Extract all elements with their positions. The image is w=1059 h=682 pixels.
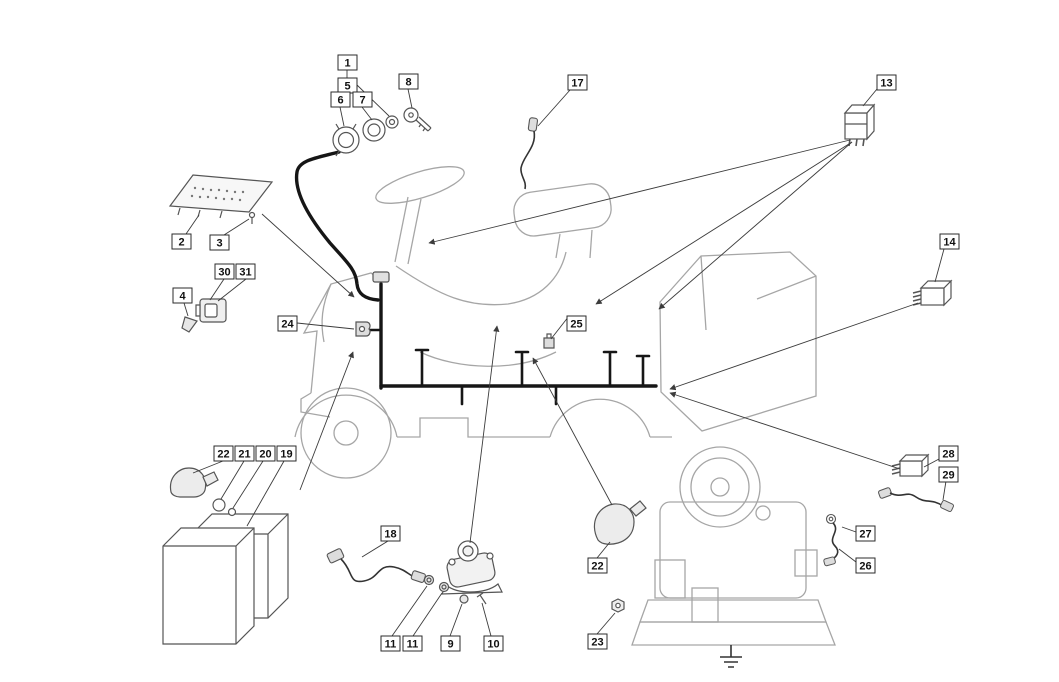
callout-1[interactable]: 1 [337, 54, 358, 71]
callout-23[interactable]: 23 [587, 633, 608, 650]
callout-28[interactable]: 28 [938, 445, 959, 462]
callout-17[interactable]: 17 [567, 74, 588, 91]
starter-solenoid [441, 540, 503, 595]
svg-text:21: 21 [238, 449, 250, 461]
callout-6[interactable]: 6 [330, 91, 351, 108]
svg-text:27: 27 [859, 529, 871, 541]
body-contour [395, 251, 567, 306]
board-screw [248, 211, 256, 224]
callout-5[interactable]: 5 [337, 77, 358, 94]
callout-13[interactable]: 13 [876, 74, 897, 91]
svg-text:19: 19 [280, 449, 292, 461]
steering-column [394, 196, 422, 265]
callout-22-left[interactable]: 22 [213, 445, 234, 462]
callout-22-right[interactable]: 22 [587, 557, 608, 574]
rear-body-panel [659, 251, 817, 432]
callout-31[interactable]: 31 [235, 263, 256, 280]
engine-flywheel [679, 446, 761, 528]
svg-text:11: 11 [385, 639, 397, 651]
callout-19[interactable]: 19 [276, 445, 297, 462]
svg-text:5: 5 [344, 81, 350, 93]
svg-text:24: 24 [281, 319, 294, 331]
terminal-boot-right [593, 500, 647, 545]
svg-text:10: 10 [487, 639, 499, 651]
battery-cable [326, 548, 426, 583]
svg-text:22: 22 [591, 561, 603, 573]
svg-text:6: 6 [337, 95, 343, 107]
battery [162, 513, 289, 645]
svg-text:29: 29 [942, 470, 954, 482]
svg-text:31: 31 [239, 267, 251, 279]
front-wheel [300, 387, 392, 479]
svg-text:1: 1 [344, 58, 350, 70]
svg-text:20: 20 [259, 449, 271, 461]
svg-text:9: 9 [447, 639, 453, 651]
svg-text:7: 7 [359, 95, 365, 107]
callout-7[interactable]: 7 [352, 91, 373, 108]
leader-lines [183, 70, 947, 637]
relay [195, 298, 227, 323]
oil-cap [755, 505, 771, 521]
svg-text:17: 17 [571, 78, 583, 90]
solenoid-nuts [423, 574, 487, 605]
front-wheel-arch [294, 394, 398, 438]
svg-text:25: 25 [570, 319, 582, 331]
callout-30[interactable]: 30 [214, 263, 235, 280]
wiring-harness [294, 150, 658, 406]
svg-text:18: 18 [384, 529, 396, 541]
callout-14[interactable]: 14 [939, 233, 960, 250]
svg-text:26: 26 [859, 561, 871, 573]
svg-text:11: 11 [407, 639, 419, 651]
svg-text:13: 13 [880, 78, 892, 90]
callout-29[interactable]: 29 [938, 466, 959, 483]
battery-terminal [212, 498, 237, 517]
cable-29 [878, 487, 954, 513]
fuse [181, 316, 198, 333]
steering-wheel [375, 166, 465, 204]
svg-text:28: 28 [942, 449, 954, 461]
callout-11-a[interactable]: 11 [380, 635, 401, 652]
svg-text:30: 30 [218, 267, 230, 279]
svg-text:8: 8 [405, 77, 411, 89]
svg-text:23: 23 [591, 637, 603, 649]
terminal-boot-left [169, 467, 219, 498]
callout-2[interactable]: 2 [171, 233, 192, 250]
ignition-switch [332, 115, 399, 157]
engine-block [659, 501, 807, 599]
rear-wheel-arch [549, 398, 651, 438]
callout-8[interactable]: 8 [398, 73, 419, 90]
svg-text:14: 14 [943, 237, 956, 249]
callout-18[interactable]: 18 [380, 525, 401, 542]
callout-27[interactable]: 27 [855, 525, 876, 542]
cable-clamp [355, 321, 371, 337]
callout-10[interactable]: 10 [483, 635, 504, 652]
svg-text:4: 4 [179, 291, 186, 303]
svg-text:22: 22 [217, 449, 229, 461]
terminal-nut [611, 598, 625, 613]
callout-20[interactable]: 20 [255, 445, 276, 462]
ground-symbol [720, 645, 742, 668]
callout-4[interactable]: 4 [172, 287, 193, 304]
callout-9[interactable]: 9 [440, 635, 461, 652]
ignition-key [403, 107, 432, 132]
seat [513, 183, 612, 237]
callout-11-b[interactable]: 11 [402, 635, 423, 652]
callout-3[interactable]: 3 [209, 234, 230, 251]
cable-clip [543, 333, 555, 349]
svg-text:2: 2 [178, 237, 184, 249]
callout-21[interactable]: 21 [234, 445, 255, 462]
circuit-board [168, 174, 274, 219]
tractor-outline [294, 166, 817, 479]
callout-24[interactable]: 24 [277, 315, 298, 332]
svg-text:3: 3 [216, 238, 222, 250]
connector-28 [891, 453, 930, 478]
ground-wire [823, 513, 839, 567]
connector-14 [912, 279, 953, 307]
engine [631, 446, 836, 646]
wire-17 [520, 117, 539, 190]
rocker-switch [843, 103, 876, 147]
harness-connector [372, 271, 390, 283]
callout-25[interactable]: 25 [566, 315, 587, 332]
callout-26[interactable]: 26 [855, 557, 876, 574]
